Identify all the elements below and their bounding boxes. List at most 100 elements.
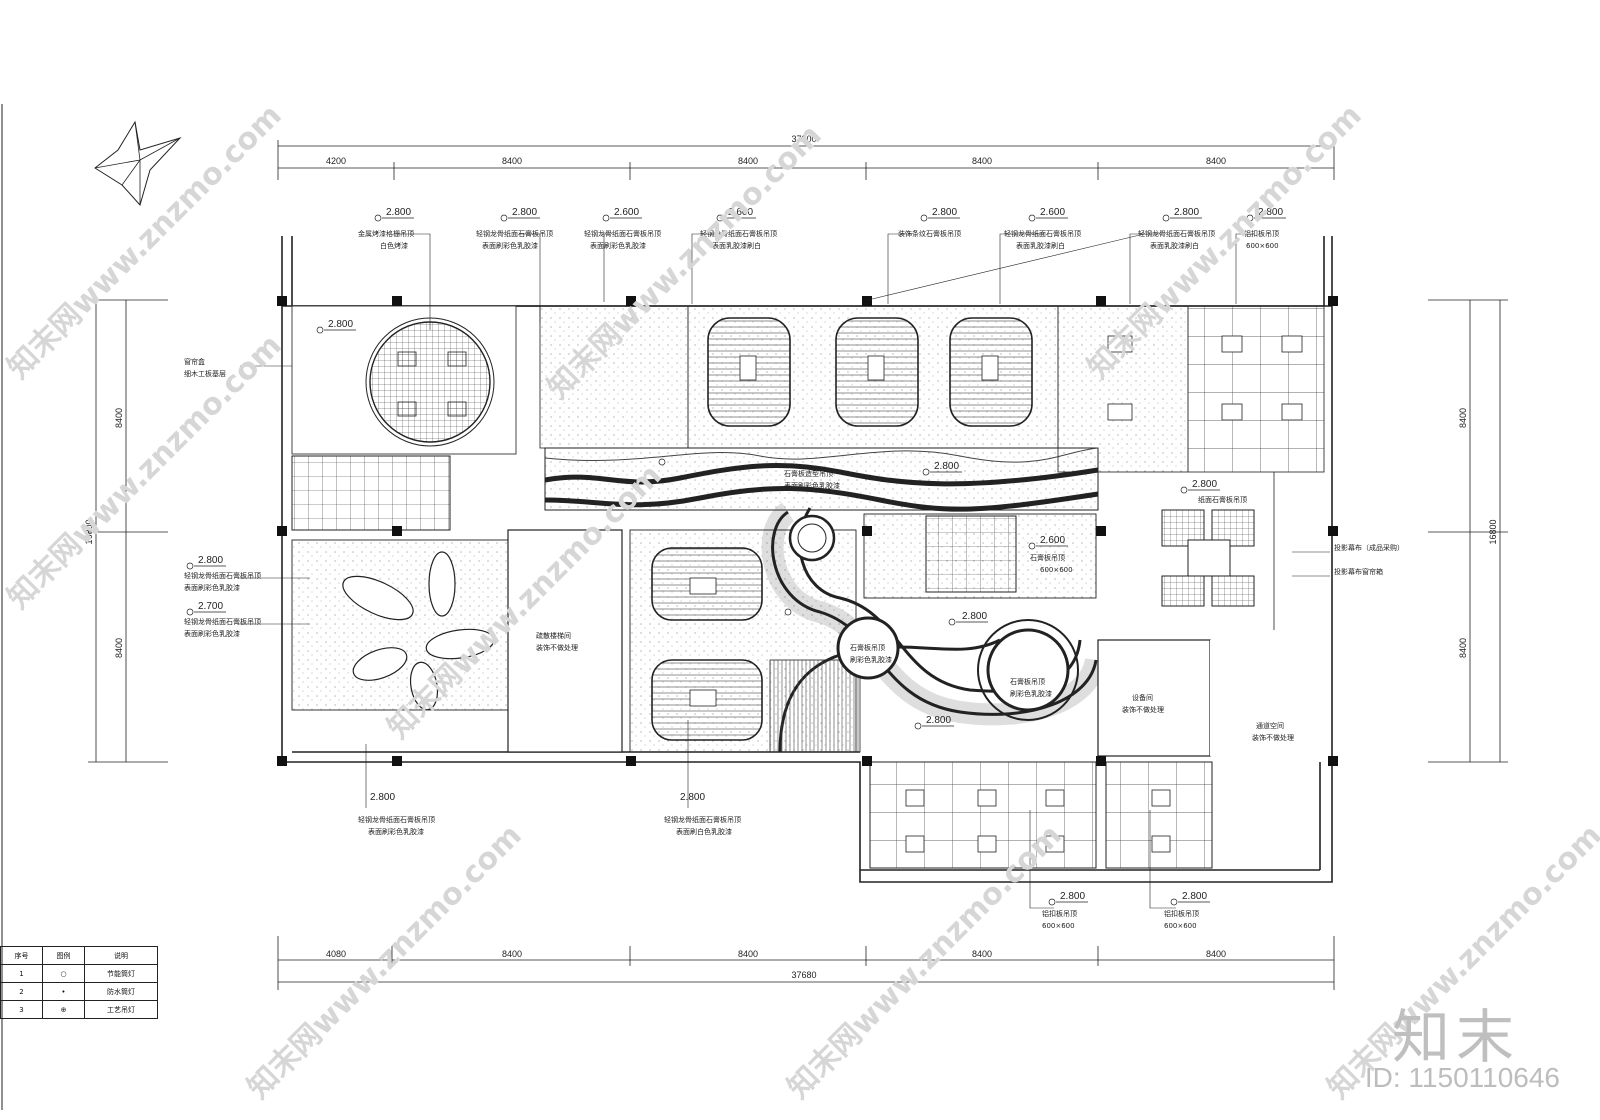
note-bottom-gypsum-2b: 表面刷白色乳胶漆 [676, 827, 732, 836]
level-1: 2.800 [386, 207, 411, 218]
note-equipment-room-b: 装饰不做处理 [1122, 705, 1164, 714]
note-wave-b: 表面刷彩色乳胶漆 [784, 481, 840, 490]
level-13: 2.700 [198, 601, 223, 612]
right-dim-1: 8400 [1458, 408, 1468, 428]
level-15: 2.600 [1040, 535, 1065, 546]
level-2: 2.800 [512, 207, 537, 218]
note-bottom-gypsum-1b: 表面刷彩色乳胶漆 [368, 827, 424, 836]
top-dim-4: 8400 [972, 156, 992, 166]
ceiling-level-markers [186, 214, 1286, 906]
note-circle-1: 石膏板吊顶 [850, 643, 885, 652]
projection-room-panels [1161, 509, 1255, 607]
top-dim-3: 8400 [738, 156, 758, 166]
legend-table: 序号 图例 说明 1 ○ 节能筒灯 2 • 防水筒灯 3 ⊕ 工艺吊灯 [0, 946, 158, 1019]
note-circle-2b: 刷彩色乳胶漆 [1010, 689, 1052, 698]
bottom-dimension-lines [277, 936, 1335, 990]
bottom-dim-4: 8400 [972, 949, 992, 959]
bottom-dim-2: 8400 [502, 949, 522, 959]
ceiling-level-values: 2.800 2.800 2.600 2.600 2.800 2.600 2.80… [198, 207, 1283, 902]
level-14: 2.800 [962, 611, 987, 622]
structural-columns [277, 296, 1338, 766]
level-11: 2.800 [1192, 479, 1217, 490]
note-aluminum-2b: 600×600 [1164, 922, 1197, 930]
level-7: 2.800 [1174, 207, 1199, 218]
service-rooms [507, 529, 1320, 757]
note-gypsum-3: 轻钢龙骨纸面石膏板吊顶 [700, 229, 777, 238]
note-paper-gypsum: 纸面石膏板吊顶 [1198, 495, 1247, 504]
left-dim-2: 8400 [114, 638, 124, 658]
note-projection-box: 投影幕布窗帘箱 [1334, 567, 1383, 576]
flower-petal-ceiling [291, 539, 511, 711]
rounded-striped-ceilings [707, 317, 1033, 427]
right-dim-2: 8400 [1458, 638, 1468, 658]
level-20: 2.800 [680, 792, 705, 803]
top-dim-5: 8400 [1206, 156, 1226, 166]
left-total-dimension: 16800 [84, 519, 94, 544]
level-16: 2.800 [926, 715, 951, 726]
note-left-gypsum-2b: 表面刷彩色乳胶漆 [184, 629, 240, 638]
note-left-gypsum-1: 轻钢龙骨纸面石膏板吊顶 [184, 571, 261, 580]
ribbon-curve-ceiling [629, 502, 1107, 753]
note-circle-1b: 刷彩色乳胶漆 [850, 655, 892, 664]
note-left-gypsum-2: 轻钢龙骨纸面石膏板吊顶 [184, 617, 261, 626]
note-aluminum-1b: 600×600 [1042, 922, 1075, 930]
lower-rounded-ceilings [651, 547, 763, 741]
legend-header-desc: 说明 [84, 946, 158, 965]
level-19: 2.800 [1182, 891, 1207, 902]
top-dim-2: 8400 [502, 156, 522, 166]
level-8: 2.800 [1258, 207, 1283, 218]
legend-desc: 防水筒灯 [84, 982, 158, 1001]
north-arrow-icon [94, 120, 182, 207]
note-stone-board-b: 600×600 [1040, 566, 1073, 574]
note-bottom-gypsum-2: 轻钢龙骨纸面石膏板吊顶 [664, 815, 741, 824]
legend-row: 3 ⊕ 工艺吊灯 [0, 1000, 158, 1019]
note-corridor-b: 装饰不做处理 [1252, 733, 1294, 742]
legend-header-icon: 图例 [42, 946, 85, 965]
note-stone-board: 石膏板吊顶 [1030, 553, 1065, 562]
note-left-gypsum-1b: 表面刷彩色乳胶漆 [184, 583, 240, 592]
left-corridor-grid-ceiling [291, 455, 451, 531]
circular-grille-ceiling [365, 317, 495, 447]
brand-logo-text: 知末 [1391, 1003, 1520, 1071]
note-wave: 石膏板造型吊顶 [784, 469, 833, 478]
waterproof-light-icon: • [42, 982, 85, 1001]
legend-row: 1 ○ 节能筒灯 [0, 964, 158, 983]
note-stairwell-b: 装饰不做处理 [536, 643, 578, 652]
note-aluminum-top: 铝扣板吊顶 [1244, 229, 1279, 238]
level-9: 2.800 [328, 319, 353, 330]
level-12: 2.800 [198, 555, 223, 566]
level-5: 2.800 [932, 207, 957, 218]
annotation-notes: 金属烤漆格栅吊顶 白色烤漆 轻钢龙骨纸面石膏板吊顶 表面刷彩色乳胶漆 轻钢龙骨纸… [184, 229, 1404, 930]
note-curtain-box-b: 细木工板基层 [184, 369, 226, 378]
note-equipment-room: 设备间 [1132, 693, 1153, 702]
note-gypsum-3b: 表面乳胶漆刷白 [712, 241, 761, 250]
legend-desc: 工艺吊灯 [84, 1000, 158, 1019]
note-gypsum-5: 轻钢龙骨纸面石膏板吊顶 [1138, 229, 1215, 238]
note-striped-gypsum: 装饰条纹石膏板吊顶 [898, 229, 961, 238]
grid-room-fixtures [1107, 335, 1303, 421]
left-dimension-lines [88, 299, 168, 763]
note-aluminum-2: 铝扣板吊顶 [1164, 909, 1199, 918]
bottom-dim-3: 8400 [738, 949, 758, 959]
central-grid-room [863, 513, 1097, 599]
note-circle-2: 石膏板吊顶 [1010, 677, 1045, 686]
legend-header-no: 序号 [0, 946, 43, 965]
top-dimension-lines [277, 140, 1335, 180]
watermark-1: 知末网www.znzmo.com [1, 98, 289, 386]
right-total-dimension: 16800 [1488, 519, 1498, 544]
legend-no: 1 [0, 964, 43, 983]
note-leader-lines [238, 233, 1330, 909]
note-metal-grille: 金属烤漆格栅吊顶 [358, 229, 414, 238]
left-dim-1: 8400 [114, 408, 124, 428]
level-4: 2.600 [728, 207, 753, 218]
bottom-dim-5: 8400 [1206, 949, 1226, 959]
downlight-icon: ○ [42, 964, 85, 983]
legend-no: 2 [0, 982, 43, 1001]
watermark-3: 知末网www.znzmo.com [241, 818, 529, 1106]
pendant-light-icon: ⊕ [42, 1000, 85, 1019]
note-gypsum-1: 轻钢龙骨纸面石膏板吊顶 [476, 229, 553, 238]
note-bottom-gypsum-1: 轻钢龙骨纸面石膏板吊顶 [358, 815, 435, 824]
bottom-grid-rooms [869, 761, 1213, 869]
note-aluminum-1: 铝扣板吊顶 [1042, 909, 1077, 918]
